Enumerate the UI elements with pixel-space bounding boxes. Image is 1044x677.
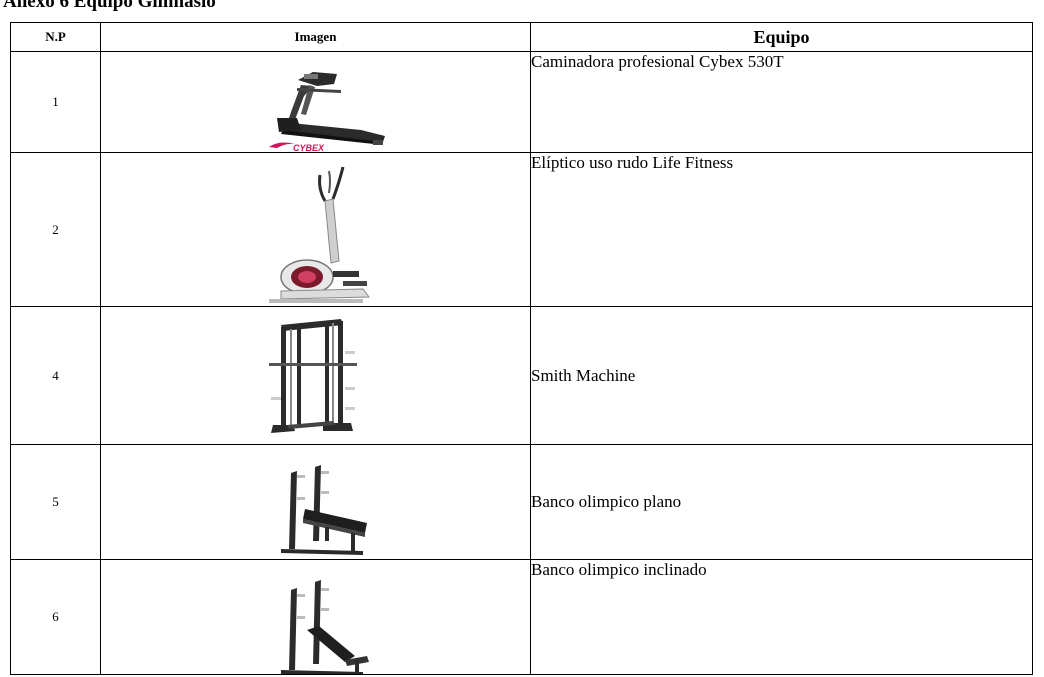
row-image	[100, 559, 531, 675]
equipment-table: N.P Imagen Equipo 1	[10, 22, 1033, 675]
row-equipment: Banco olimpico plano	[530, 444, 1033, 560]
treadmill-icon: CYBEX	[269, 72, 385, 153]
header-image: Imagen	[100, 22, 531, 52]
row-np: 2	[10, 152, 101, 307]
table-row: 2	[10, 152, 1033, 307]
table-row: 1	[10, 51, 1033, 153]
header-np: N.P	[10, 22, 101, 52]
table-row: 5	[10, 444, 1033, 560]
table-row: 4	[10, 306, 1033, 445]
row-equipment: Elíptico uso rudo Life Fitness	[530, 152, 1033, 307]
smith-machine-icon	[269, 319, 357, 433]
row-image	[100, 152, 531, 307]
row-image: CYBEX	[100, 51, 531, 153]
row-equipment: Caminadora profesional Cybex 530T	[530, 51, 1033, 153]
document-title: Anexo 6 Equipo Gimnasio	[3, 0, 216, 12]
row-np: 5	[10, 444, 101, 560]
table-header-row: N.P Imagen Equipo	[10, 22, 1033, 52]
incline-bench-icon	[281, 580, 369, 674]
header-equipment: Equipo	[530, 22, 1033, 52]
brand-logo-text: CYBEX	[293, 143, 325, 153]
flat-bench-icon	[281, 465, 367, 555]
row-image	[100, 444, 531, 560]
table-row: 6	[10, 559, 1033, 675]
row-np: 6	[10, 559, 101, 675]
row-np: 1	[10, 51, 101, 153]
row-equipment: Smith Machine	[530, 306, 1033, 445]
row-image	[100, 306, 531, 445]
elliptical-icon	[269, 166, 370, 303]
row-np: 4	[10, 306, 101, 445]
row-equipment: Banco olimpico inclinado	[530, 559, 1033, 675]
